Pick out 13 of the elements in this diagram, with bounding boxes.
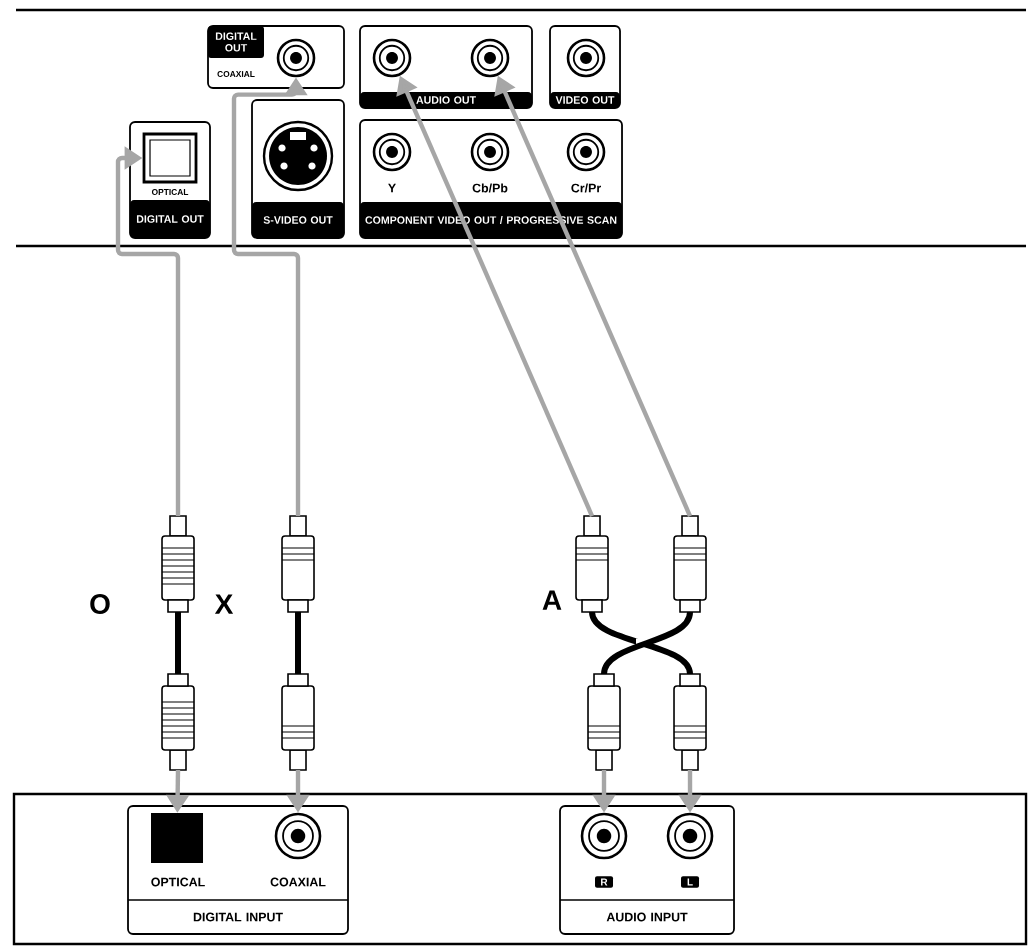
cable-label: O — [90, 594, 110, 614]
optical-port — [151, 813, 203, 863]
device-frame — [12, 792, 1028, 946]
jack-socket — [372, 38, 412, 78]
jack-socket — [470, 38, 510, 78]
jack-socket — [274, 812, 322, 860]
optical-port — [142, 132, 198, 184]
cable-label: A — [542, 590, 562, 610]
jack-socket — [580, 812, 628, 860]
jack-socket — [666, 812, 714, 860]
cable-label: X — [214, 594, 234, 614]
arrow — [115, 146, 181, 516]
jack-socket — [276, 38, 316, 78]
